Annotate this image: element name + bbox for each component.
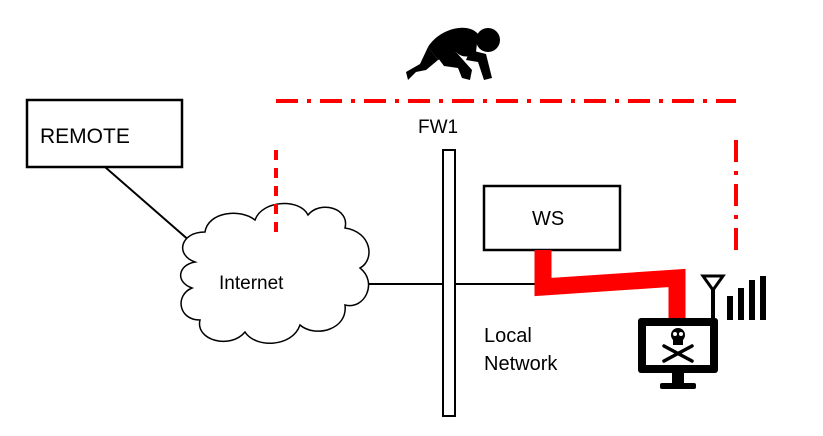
local-network-line1: Local xyxy=(484,325,532,347)
firewall-bar xyxy=(442,149,456,417)
antenna-head xyxy=(700,274,726,293)
remote-box xyxy=(25,98,184,169)
skull-jaw xyxy=(673,339,683,345)
workstation-node: WS xyxy=(482,184,622,252)
internet-label: Internet xyxy=(219,273,284,294)
antenna-signal-icon xyxy=(700,274,766,320)
skull-eye-left xyxy=(673,332,677,336)
crossbone-b xyxy=(662,344,694,363)
covert-channel xyxy=(274,99,738,258)
attacker-head xyxy=(476,28,500,52)
local-network-line2: Network xyxy=(484,353,558,375)
attacker-leg-front xyxy=(438,52,472,80)
firewall-node: FW1 xyxy=(418,117,458,417)
antenna-mast xyxy=(711,288,715,320)
attacker-leg-back xyxy=(406,47,438,80)
workstation-box xyxy=(482,184,622,252)
workstation-label: WS xyxy=(532,208,564,230)
signal-bar-4 xyxy=(760,276,766,320)
cloud-shape xyxy=(180,202,370,344)
local-network-label: Local Network xyxy=(484,325,558,375)
attacker-arm xyxy=(466,50,492,80)
monitor-base xyxy=(660,383,696,389)
attack-path xyxy=(534,250,686,320)
remote-label: REMOTE xyxy=(40,125,130,148)
signal-bar-3 xyxy=(749,280,755,320)
firewall-label: FW1 xyxy=(418,117,458,138)
signal-bar-2 xyxy=(738,288,744,320)
remote-node: REMOTE xyxy=(25,98,184,169)
crawling-attacker-icon xyxy=(406,27,500,80)
monitor-neck xyxy=(672,373,684,383)
skull-eye-right xyxy=(679,332,683,336)
skull-head xyxy=(671,328,685,342)
attacker-back xyxy=(428,27,478,60)
internet-cloud: Internet xyxy=(180,202,370,344)
skull-monitor-icon xyxy=(638,318,718,389)
signal-bar-1 xyxy=(727,296,733,320)
